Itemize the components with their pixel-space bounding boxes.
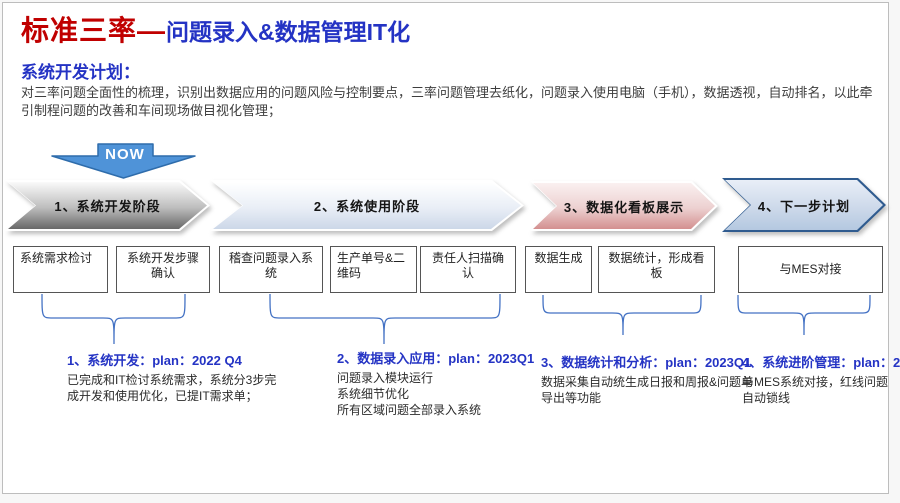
stage-arrow-2: 2、系统使用阶段 (210, 180, 524, 231)
task-box-data-generate: 数据生成 (525, 246, 592, 293)
stage-arrow-3-fill (533, 183, 715, 229)
stage-arrow-2-fill (213, 182, 521, 229)
plan-section-2-body: 问题录入模块运行 系统细节优化 所有区域问题全部录入系统 (337, 371, 482, 417)
plan-section-1-body: 已完成和IT检讨系统需求，系统分3步完成开发和使用优化，已提IT需求单； (67, 373, 277, 403)
stage-arrow-1-label: 1、系统开发阶段 (54, 199, 161, 214)
stage-arrow-1-fill (8, 182, 207, 229)
task-box-data-stats-board: 数据统计，形成看板 (598, 246, 715, 293)
stage-arrow-4-label: 4、下一步计划 (757, 198, 851, 214)
now-arrow-label: NOW (105, 146, 145, 163)
description-paragraph: 对三率问题全面性的梳理，识别出数据应用的问题风险与控制要点，三率问题管理去纸化，… (21, 85, 873, 118)
section-heading: 系统开发计划： (21, 63, 140, 82)
plan-section-4-title: 4、系统进阶管理：plan：2023Q1 (742, 355, 900, 370)
stage-arrow-4-fill (725, 180, 883, 230)
brace-connector-path (41, 293, 186, 345)
plan-section-3: 3、数据统计和分析：plan：2023Q1 数据采集自动统生成日报和周报&问题单… (541, 352, 753, 406)
plan-section-2-title: 2、数据录入应用：plan：2023Q1 (337, 351, 535, 366)
task-box-owner-scan: 责任人扫描确认 (420, 246, 516, 293)
task-box-dev-steps: 系统开发步骤确认 (116, 246, 210, 293)
slide-canvas: 标准三率—问题录入&数据管理IT化 系统开发计划： 对三率问题全面性的梳理，识别… (2, 2, 900, 494)
brace-connector-path (542, 294, 702, 336)
down-arrow-icon (51, 143, 196, 179)
page-title-red-part: 标准三率— (21, 15, 167, 46)
stage-arrow-4: 4、下一步计划 (722, 178, 886, 232)
plan-section-1-title: 1、系统开发：plan：2022 Q4 (67, 353, 242, 368)
stage-arrow-3: 3、数据化看板展示 (530, 181, 718, 231)
plan-section-2: 2、数据录入应用：plan：2023Q1 问题录入模块运行 系统细节优化 所有区… (337, 348, 557, 418)
page-title: 标准三率—问题录入&数据管理IT化 (21, 9, 410, 49)
plan-section-3-title: 3、数据统计和分析：plan：2023Q1 (541, 355, 752, 370)
stage-arrow-3-label: 3、数据化看板展示 (563, 199, 685, 215)
task-box-order-qrcode: 生产单号&二维码 (330, 246, 417, 293)
stage-arrow-2-label: 2、系统使用阶段 (313, 199, 421, 214)
task-box-audit-entry: 稽查问题录入系统 (219, 246, 323, 293)
stage-arrow-1: 1、系统开发阶段 (5, 180, 210, 231)
task-box-requirement-review: 系统需求检讨 (13, 246, 108, 293)
page-title-blue-part: 问题录入&数据管理IT化 (166, 19, 411, 45)
plan-section-1: 1、系统开发：plan：2022 Q4 已完成和IT检讨系统需求，系统分3步完成… (67, 350, 279, 404)
brace-connector-path (737, 294, 871, 336)
plan-section-3-body: 数据采集自动统生成日报和周报&问题单导出等功能 (541, 375, 754, 405)
task-box-mes-connect: 与MES对接 (738, 246, 883, 293)
plan-section-4: 4、系统进阶管理：plan：2023Q1 与MES系统对接，红线问题自动锁线 (742, 352, 900, 406)
plan-section-4-body: 与MES系统对接，红线问题自动锁线 (742, 375, 889, 405)
brace-connector-path (269, 293, 501, 345)
now-arrow: NOW (51, 143, 196, 179)
